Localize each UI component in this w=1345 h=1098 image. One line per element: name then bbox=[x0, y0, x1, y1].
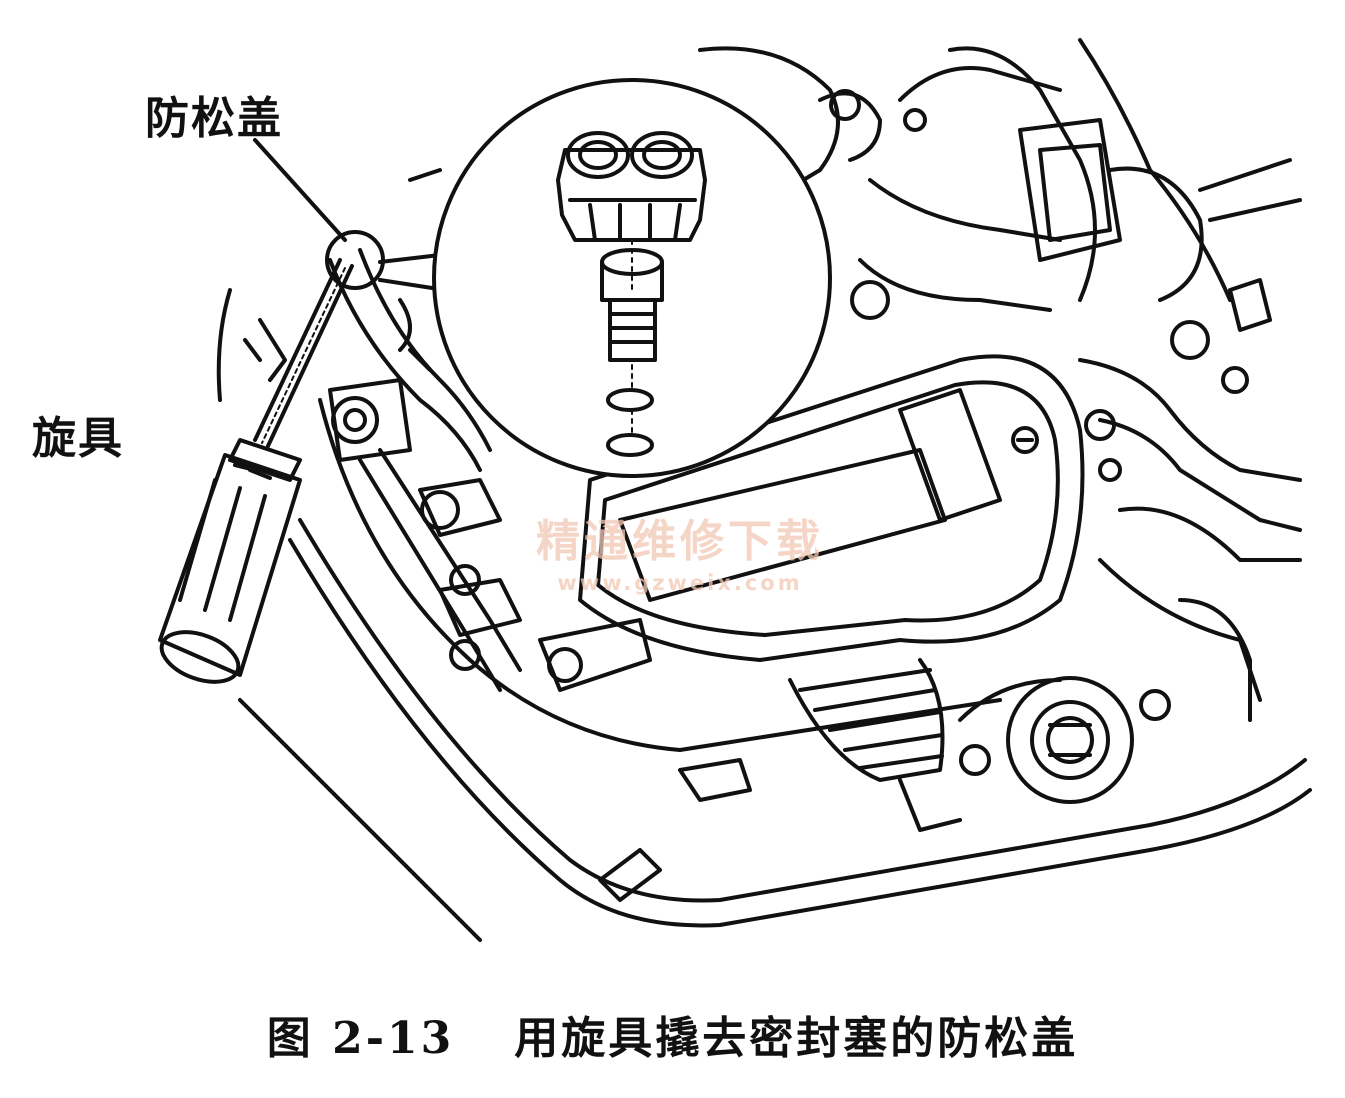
left-housing-strokes bbox=[219, 170, 440, 400]
figure-number: 图 2-13 bbox=[266, 1013, 455, 1064]
valve-body bbox=[580, 356, 1083, 660]
label-screwdriver: 旋具 bbox=[32, 413, 124, 464]
watermark: 精通维修下载 www.gzweix.com bbox=[500, 505, 860, 595]
watermark-text: 精通维修下载 bbox=[536, 516, 824, 567]
watermark-url: www.gzweix.com bbox=[557, 571, 803, 595]
magnified-inset bbox=[434, 80, 830, 476]
screwdriver bbox=[155, 260, 352, 691]
housing-outline bbox=[240, 400, 1310, 940]
boot-and-nut bbox=[790, 660, 1169, 830]
lever-mechanism bbox=[330, 250, 650, 690]
figure-caption: 图 2-13 用旋具撬去密封塞的防松盖 bbox=[0, 1002, 1345, 1066]
figure-caption-text: 用旋具撬去密封塞的防松盖 bbox=[514, 1013, 1079, 1064]
right-machinery bbox=[700, 40, 1300, 720]
label-anti-loosening-cap: 防松盖 bbox=[145, 93, 283, 144]
